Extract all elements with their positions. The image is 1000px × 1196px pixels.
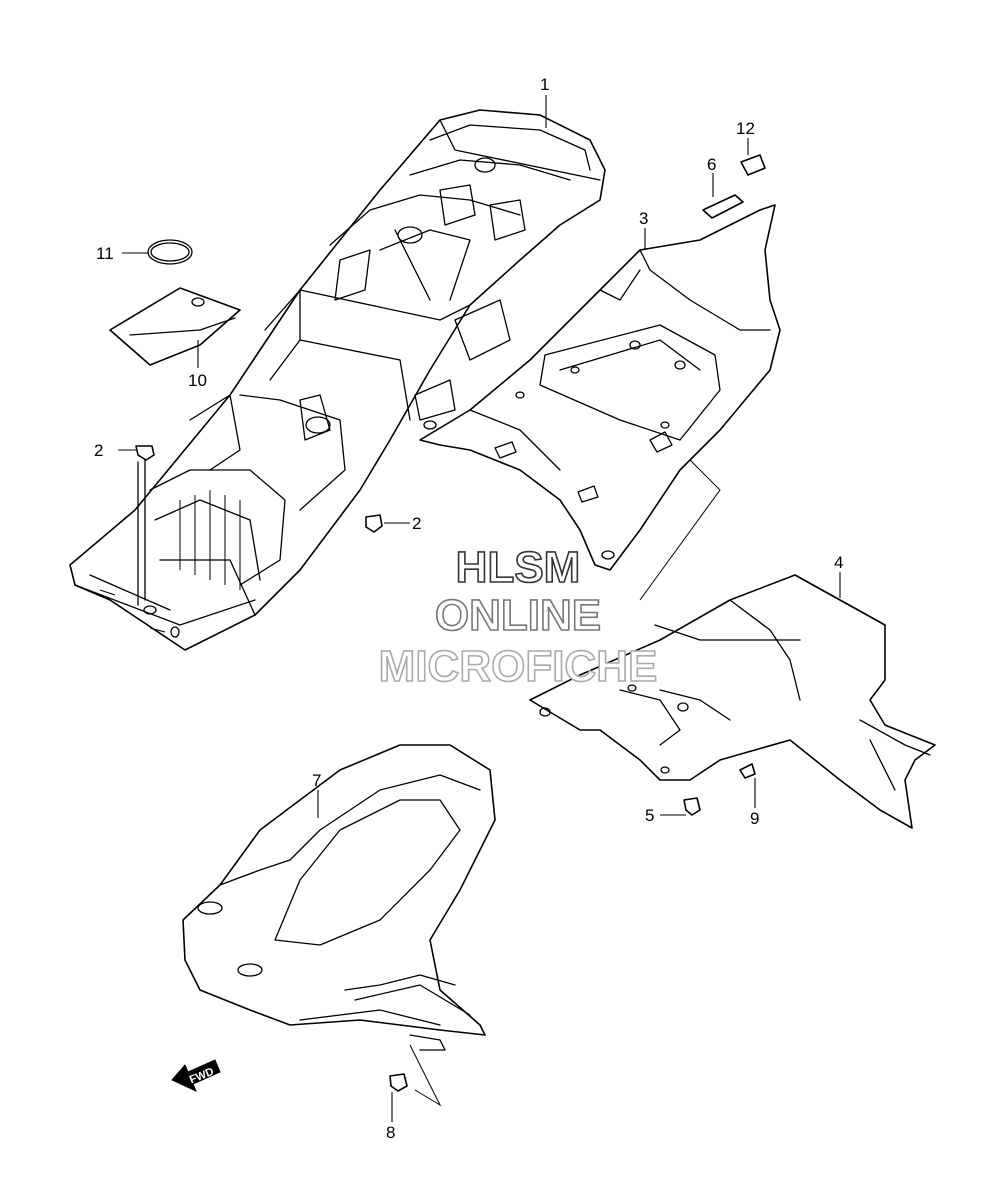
callout-7: 7 (312, 771, 321, 790)
callout-3: 3 (639, 209, 648, 228)
bolt-icon (683, 797, 701, 816)
watermark: HLSM ONLINE MICROFICHE (378, 542, 658, 692)
part-4-rear-fender (529, 574, 936, 829)
callout-1: 1 (540, 75, 549, 94)
callout-2: 2 (94, 441, 103, 460)
bolt-icon (389, 1073, 408, 1092)
washer-icon (739, 763, 756, 779)
watermark-line-3: MICROFICHE (379, 642, 658, 691)
callout-8: 8 (386, 1123, 395, 1142)
watermark-line-2: ONLINE (435, 591, 601, 640)
fwd-label: FWD (188, 1066, 216, 1087)
callout-11: 11 (96, 244, 114, 263)
part-6-pad (702, 194, 744, 219)
callout-5: 5 (645, 806, 654, 825)
bolt-icon (365, 514, 383, 533)
callout-2: 2 (412, 514, 421, 533)
part-10-tray (109, 287, 241, 366)
fwd-arrow-icon: FWD (171, 1059, 221, 1092)
callout-9: 9 (750, 809, 759, 828)
part-3-rear-cover (419, 204, 781, 571)
callout-labels: 1 2 2 3 4 5 6 7 8 9 10 11 12 (94, 75, 843, 1142)
part-12-pad (740, 154, 766, 176)
part-7-front-fender (182, 744, 496, 1051)
leader-lines (118, 95, 841, 1122)
watermark-line-1: HLSM (456, 543, 581, 592)
callout-10: 10 (188, 371, 207, 390)
bolt-icon (135, 445, 155, 606)
callout-6: 6 (707, 155, 716, 174)
o-ring-icon (147, 239, 193, 265)
part-1-rear-fender-inner (69, 109, 606, 651)
callout-12: 12 (736, 119, 755, 138)
callout-4: 4 (834, 553, 843, 572)
